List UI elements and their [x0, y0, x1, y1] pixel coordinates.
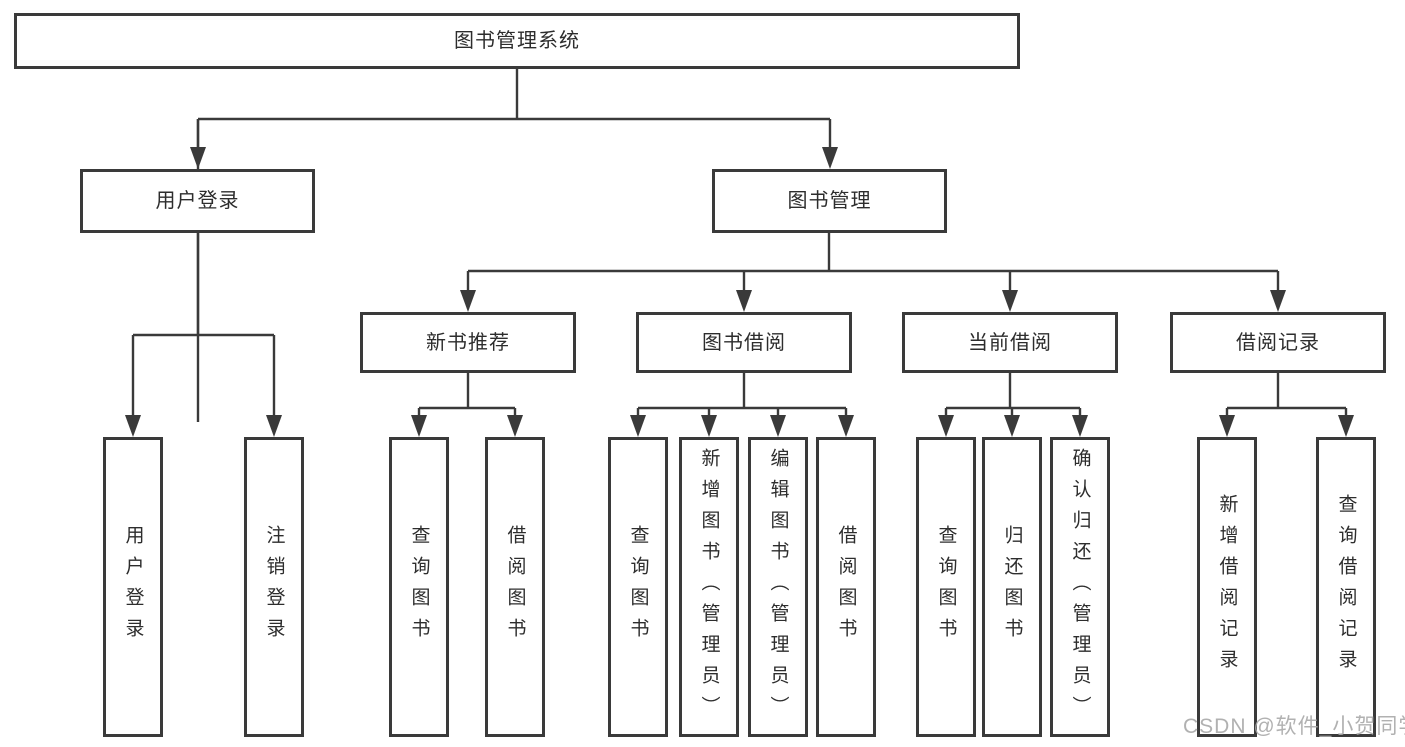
csdn-watermark: CSDN @软件_小贺同学 [1183, 715, 1405, 738]
leaf-query-books-2: 查询图书 [608, 437, 668, 737]
leaf-borrow-books-1: 借阅图书 [485, 437, 545, 737]
line-book-borrow-children [636, 373, 848, 420]
leaf-user-login: 用户登录 [103, 437, 163, 737]
arrow-icon [630, 415, 646, 437]
node-book-management: 图书管理 [712, 169, 947, 233]
arrow-icon [838, 415, 854, 437]
arrow-icon [1002, 290, 1018, 312]
line-book-management-children [466, 233, 1280, 295]
node-book-borrow: 图书借阅 [636, 312, 852, 373]
leaf-borrow-books-2: 借阅图书 [816, 437, 876, 737]
leaf-add-book-admin: 新增图书（管理员） [679, 437, 739, 737]
arrow-icon [1004, 415, 1020, 437]
line-borrow-records-children [1225, 373, 1348, 420]
node-user-login: 用户登录 [80, 169, 315, 233]
branch-lines [131, 69, 1348, 422]
arrow-icon [822, 147, 838, 169]
node-current-borrow: 当前借阅 [902, 312, 1118, 373]
leaf-add-borrow-record: 新增借阅记录 [1197, 437, 1257, 737]
line-current-borrow-children [944, 373, 1082, 420]
line-root-to-level2 [196, 69, 832, 422]
node-borrow-records: 借阅记录 [1170, 312, 1386, 373]
arrowheads [125, 147, 1354, 437]
leaf-query-books-3: 查询图书 [916, 437, 976, 737]
arrow-icon [460, 290, 476, 312]
node-new-book-recommend: 新书推荐 [360, 312, 576, 373]
arrow-icon [1338, 415, 1354, 437]
arrow-icon [1270, 290, 1286, 312]
arrow-icon [507, 415, 523, 437]
leaf-return-book: 归还图书 [982, 437, 1042, 737]
arrow-icon [1219, 415, 1235, 437]
leaf-edit-book-admin: 编辑图书（管理员） [748, 437, 808, 737]
arrow-icon [266, 415, 282, 437]
leaf-query-books-1: 查询图书 [389, 437, 449, 737]
arrow-icon [701, 415, 717, 437]
leaf-logout: 注销登录 [244, 437, 304, 737]
node-book-management-system: 图书管理系统 [14, 13, 1020, 69]
arrow-icon [1072, 415, 1088, 437]
arrow-icon [125, 415, 141, 437]
arrow-icon [736, 290, 752, 312]
arrow-icon [411, 415, 427, 437]
leaf-query-borrow-record: 查询借阅记录 [1316, 437, 1376, 737]
arrow-icon [770, 415, 786, 437]
leaf-confirm-return-admin: 确认归还（管理员） [1050, 437, 1110, 737]
arrow-icon [190, 147, 206, 169]
line-user-login-children [131, 233, 276, 420]
line-new-book-children [417, 373, 517, 420]
arrow-icon [938, 415, 954, 437]
